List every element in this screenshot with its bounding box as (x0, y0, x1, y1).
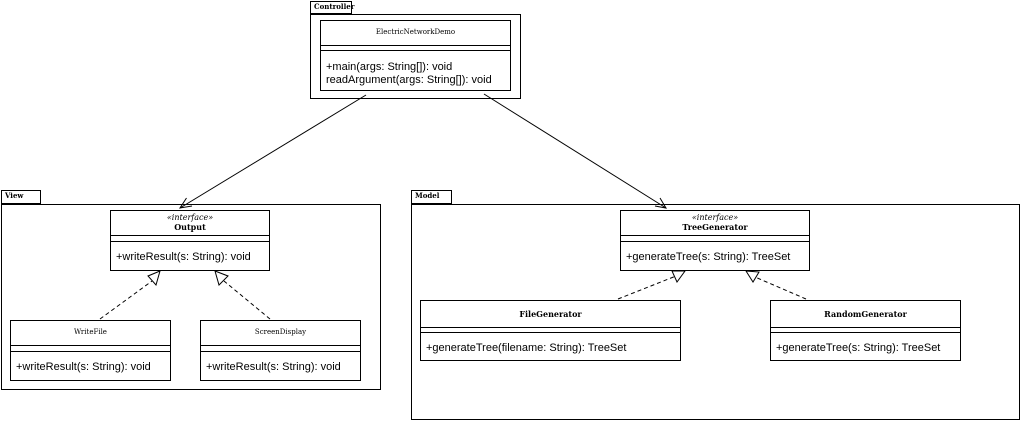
realization-line-random-generator (754, 276, 807, 300)
operation-write-result: +writeResult(s: String): void (16, 361, 151, 373)
realization-line-screen-display (223, 280, 271, 320)
class-write-file: WriteFile +writeResult(s: String): void (10, 320, 171, 381)
operation-write-result: +writeResult(s: String): void (206, 361, 341, 373)
realization-line-write-file (99, 280, 153, 320)
realization-line-file-generator (617, 275, 677, 300)
package-tab-controller: Controller (310, 1, 355, 14)
association-arrowhead-output (178, 197, 193, 209)
association-line-demo-output (179, 94, 367, 209)
class-name-tree-generator: TreeGenerator (682, 222, 748, 232)
association-line-demo-tree-generator (483, 93, 667, 209)
stereotype-tree-generator: «interface» (691, 213, 739, 222)
stereotype-output: «interface» (166, 213, 214, 222)
class-file-generator: FileGenerator +generateTree(filename: St… (420, 300, 681, 361)
operation-generate-tree: +generateTree(s: String): TreeSet (776, 342, 941, 354)
class-name-file-generator: FileGenerator (519, 309, 582, 319)
realization-arrowhead-random-generator (745, 270, 760, 283)
class-output: «interface» Output +writeResult(s: Strin… (110, 210, 270, 271)
package-model (411, 204, 1020, 420)
association-arrowhead-tree-generator (654, 197, 667, 209)
operation-generate-tree: +generateTree(s: String): TreeSet (626, 251, 791, 263)
package-label-controller: Controller (314, 2, 355, 11)
package-view (1, 204, 381, 390)
operation-generate-tree: +generateTree(filename: String): TreeSet (426, 342, 627, 354)
class-name-write-file: WriteFile (74, 328, 107, 336)
realization-arrowhead-write-file (147, 270, 161, 287)
class-name-random-generator: RandomGenerator (824, 309, 907, 319)
class-tree-generator: «interface» TreeGenerator +generateTree(… (620, 210, 810, 271)
package-tab-view: View (1, 190, 41, 204)
class-electric-network-demo: ElectricNetworkDemo +main(args: String[]… (320, 20, 511, 91)
class-screen-display: ScreenDisplay +writeResult(s: String): v… (200, 320, 361, 381)
package-label-view: View (5, 191, 24, 200)
operation-write-result: +writeResult(s: String): void (116, 251, 251, 263)
operation-main: +main(args: String[]): void (326, 61, 453, 73)
class-name-electric-network-demo: ElectricNetworkDemo (375, 28, 456, 36)
class-name-output: Output (174, 222, 206, 232)
package-label-model: Model (415, 191, 440, 200)
class-name-screen-display: ScreenDisplay (254, 328, 307, 336)
realization-arrowhead-screen-display (214, 270, 229, 286)
realization-arrowhead-file-generator (671, 270, 686, 283)
operation-read-argument: readArgument(args: String[]): void (326, 74, 492, 86)
class-random-generator: RandomGenerator +generateTree(s: String)… (770, 300, 961, 361)
package-tab-model: Model (411, 190, 452, 204)
package-controller (310, 14, 521, 99)
